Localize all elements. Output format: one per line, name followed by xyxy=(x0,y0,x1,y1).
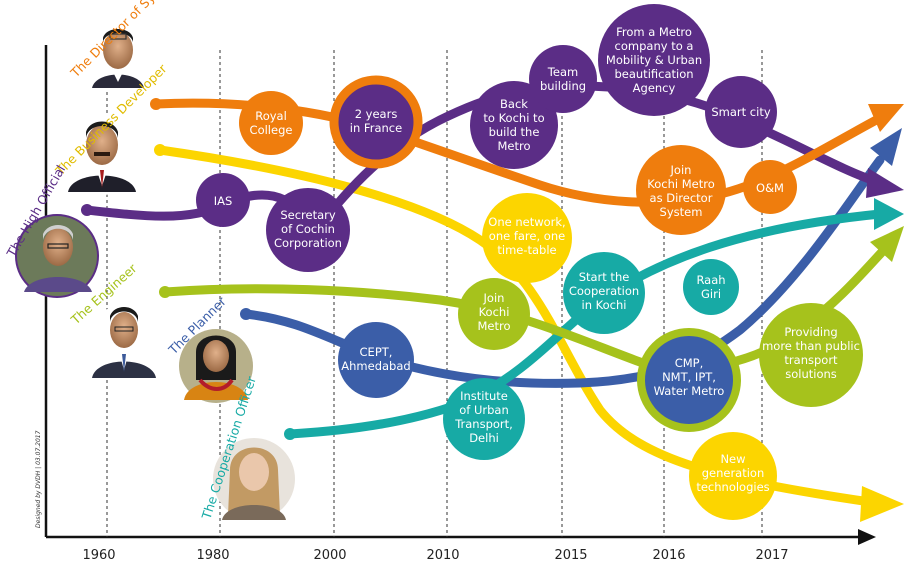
year-label-2017: 2017 xyxy=(755,548,788,563)
bubble-cept: CEPT,Ahmedabad xyxy=(338,322,414,398)
planner-arrowhead xyxy=(870,128,902,166)
engineer-arrowhead xyxy=(870,226,904,262)
portrait-business-developer xyxy=(62,115,142,195)
bubble-smart-city: Smart city xyxy=(705,76,777,148)
year-label-2010: 2010 xyxy=(426,548,459,563)
designer-credit: Designed by DVDH | 03.07.2017 xyxy=(35,430,42,528)
year-label-2015: 2015 xyxy=(554,548,587,563)
year-label-2000: 2000 xyxy=(313,548,346,563)
bubble-om: O&M xyxy=(743,160,797,214)
svg-text:O&M: O&M xyxy=(756,181,784,195)
portrait-engineer xyxy=(87,305,161,379)
portrait-high-official xyxy=(15,214,99,298)
portrait-director xyxy=(82,19,154,91)
svg-text:Smart city: Smart city xyxy=(711,105,770,119)
year-label-1980: 1980 xyxy=(196,548,229,563)
director-arrowhead xyxy=(868,104,904,132)
x-axis-arrowhead xyxy=(858,529,876,545)
portrait-cooperation-officer xyxy=(213,438,295,520)
year-labels: 1960 1980 2000 2010 2015 2016 2017 xyxy=(82,548,788,563)
bubble-ias: IAS xyxy=(196,173,250,227)
business-arrowhead xyxy=(860,486,904,522)
high-official-arrowhead xyxy=(866,168,904,198)
cooperation-arrowhead xyxy=(874,198,904,230)
svg-text:CMP,NMT, IPT,Water Metro: CMP,NMT, IPT,Water Metro xyxy=(654,356,725,398)
year-label-2016: 2016 xyxy=(652,548,685,563)
bubble-cmp: CMP,NMT, IPT,Water Metro xyxy=(637,328,741,432)
year-label-1960: 1960 xyxy=(82,548,115,563)
portrait-planner xyxy=(179,329,253,403)
svg-text:CEPT,Ahmedabad: CEPT,Ahmedabad xyxy=(341,345,410,373)
svg-text:IAS: IAS xyxy=(214,194,233,208)
